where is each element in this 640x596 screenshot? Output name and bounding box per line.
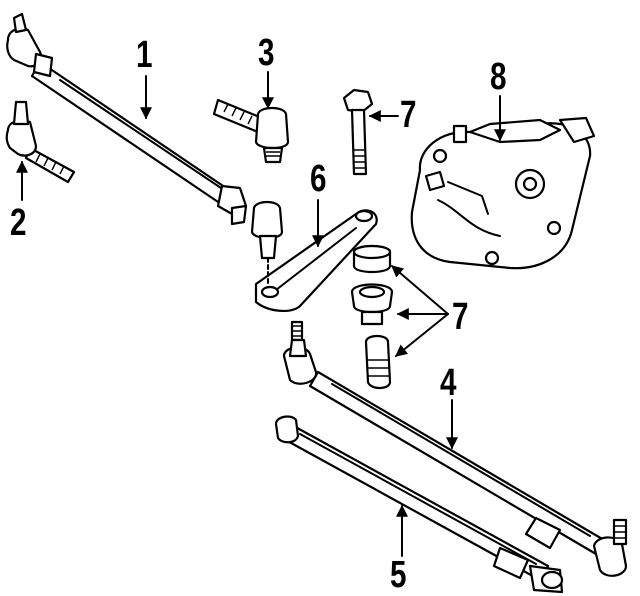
tie-rod-end-part-3 <box>212 98 290 164</box>
drag-link-part-4 <box>282 338 628 577</box>
idler-arm-part-6 <box>250 200 378 342</box>
callout-8: 8 <box>490 56 507 98</box>
tie-rod-part-5 <box>274 415 564 594</box>
callout-2: 2 <box>10 202 27 244</box>
callout-1: 1 <box>136 34 153 76</box>
callout-6: 6 <box>310 158 327 200</box>
leader-arrow-7b <box>391 265 449 357</box>
callout-7-bushings: 7 <box>452 296 469 338</box>
steering-gear-part-8 <box>410 116 596 270</box>
callout-7-bolt: 7 <box>400 94 417 136</box>
bushing-set-part-7 <box>350 244 394 390</box>
callout-5: 5 <box>390 554 407 596</box>
tie-rod-part-1 <box>6 12 248 226</box>
tie-rod-end-part-2 <box>5 100 76 184</box>
bolt-part-7 <box>342 88 374 176</box>
callout-4: 4 <box>440 362 457 404</box>
callout-3: 3 <box>258 32 275 74</box>
